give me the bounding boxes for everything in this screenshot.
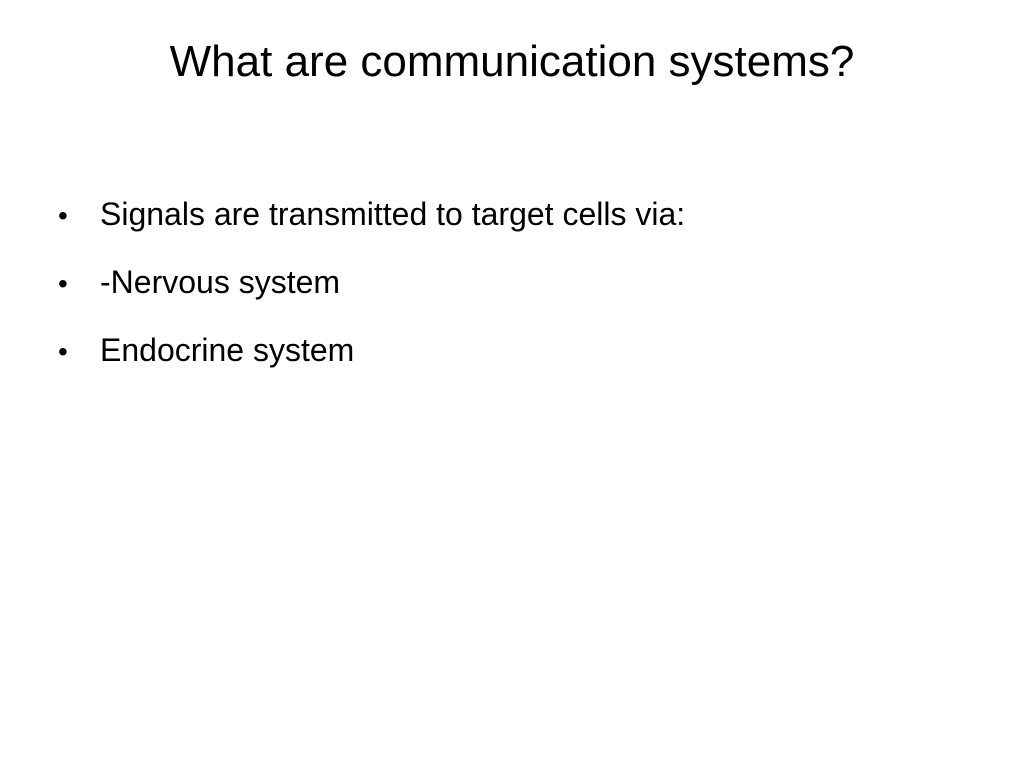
bullet-marker: •	[58, 336, 68, 367]
bullet-text: -Nervous system	[100, 264, 341, 300]
slide-title: What are communication systems?	[169, 37, 855, 86]
bullet-marker: •	[58, 268, 68, 299]
bullet-item: • -Nervous system	[58, 256, 978, 310]
bullet-item: • Endocrine system	[58, 324, 978, 378]
bullet-text: Signals are transmitted to target cells …	[100, 196, 686, 232]
bullet-marker: •	[58, 200, 68, 231]
bullet-list: • Signals are transmitted to target cell…	[58, 188, 978, 392]
bullet-text: Endocrine system	[100, 332, 355, 368]
bullet-item: • Signals are transmitted to target cell…	[58, 188, 978, 242]
